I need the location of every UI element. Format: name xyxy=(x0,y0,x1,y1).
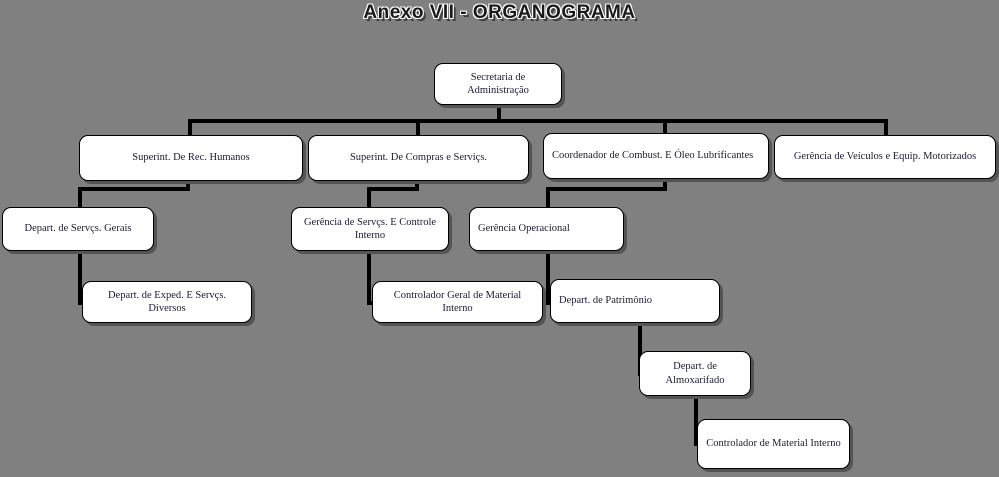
connector-a-top xyxy=(78,187,190,191)
node-secretaria-administracao[interactable]: Secretaria de Administração xyxy=(434,63,562,105)
node-controlador-geral-material-interno[interactable]: Controlador Geral de Material Interno xyxy=(372,281,543,323)
node-gerencia-servicos-controle-interno[interactable]: Gerência de Servçs. E Controle Interno xyxy=(291,207,449,251)
connector-c-top xyxy=(546,187,667,191)
node-label: Gerência de Veículos e Equip. Motorizado… xyxy=(793,151,977,163)
connector-drop-veiculos xyxy=(884,119,888,136)
node-depart-servicos-gerais[interactable]: Depart. de Servçs. Gerais xyxy=(2,207,154,251)
connector-b-top xyxy=(367,187,419,191)
node-gerencia-operacional[interactable]: Gerência Operacional xyxy=(469,207,624,251)
connector-root-stem xyxy=(497,104,501,122)
connector-b-stem xyxy=(415,180,419,191)
node-label: Superint. De Compras e Serviçs. xyxy=(349,152,488,164)
connector-c-stem xyxy=(663,180,667,191)
connector-a-stem xyxy=(186,180,190,191)
connector-drop-compras xyxy=(416,119,420,136)
node-depart-almoxarifado[interactable]: Depart. de Almoxarifado xyxy=(639,351,751,396)
node-label: Secretaria de Administração xyxy=(467,71,529,96)
page-title: Anexo VII - ORGANOGRAMA xyxy=(363,2,636,23)
node-controlador-material-interno[interactable]: Controlador de Material Interno xyxy=(697,419,850,469)
node-coordenador-combustivel-oleo[interactable]: Coordenador de Combust. E Óleo Lubrifica… xyxy=(543,133,769,179)
node-depart-exped-servicos-diversos[interactable]: Depart. de Exped. E Servçs. Diversos xyxy=(82,281,252,323)
node-superint-compras-servicos[interactable]: Superint. De Compras e Serviçs. xyxy=(308,135,529,181)
node-label: Depart. de Servçs. Gerais xyxy=(24,223,132,235)
node-label: Controlador de Material Interno xyxy=(706,438,841,450)
connector-e-spine xyxy=(694,396,698,446)
connector-drop-combust xyxy=(663,119,667,136)
node-label: Depart. de Exped. E Servçs. Diversos xyxy=(107,289,227,314)
node-label: Coordenador de Combust. E Óleo Lubrifica… xyxy=(552,150,754,162)
node-label: Gerência de Servçs. E Controle Interno xyxy=(303,216,437,241)
node-label: Depart. de Patrimônio xyxy=(559,295,653,307)
node-label: Superint. De Rec. Humanos xyxy=(132,152,250,164)
connector-drop-rh xyxy=(188,119,192,136)
connector-main-bus xyxy=(188,119,888,123)
connector-d-spine xyxy=(638,324,642,376)
node-label: Controlador Geral de Material Interno xyxy=(393,289,522,314)
node-label: Gerência Operacional xyxy=(478,223,570,235)
node-superint-rec-humanos[interactable]: Superint. De Rec. Humanos xyxy=(79,135,303,181)
node-gerencia-veiculos-equip[interactable]: Gerência de Veículos e Equip. Motorizado… xyxy=(774,135,996,179)
node-depart-patrimonio[interactable]: Depart. de Patrimônio xyxy=(550,279,720,323)
node-label: Depart. de Almoxarifado xyxy=(665,361,725,386)
